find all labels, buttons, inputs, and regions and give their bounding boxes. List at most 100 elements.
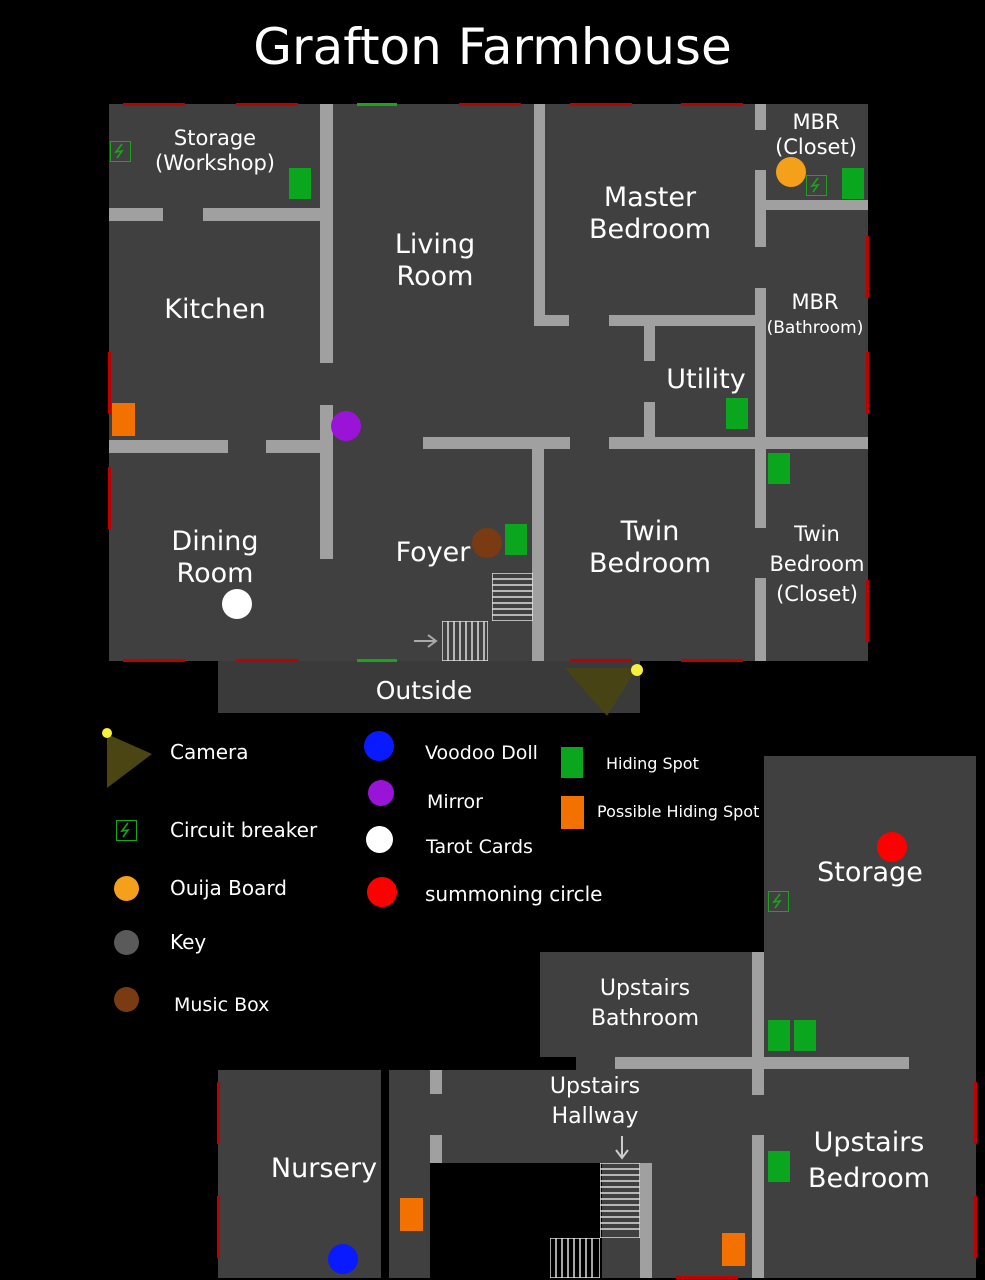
legend-music-box: Music Box (174, 994, 270, 1016)
music-box-marker[interactable] (472, 528, 502, 558)
wall (609, 437, 868, 449)
key-legend-icon (114, 930, 139, 955)
wall (609, 315, 766, 326)
wall (320, 104, 333, 363)
stairs-arrow-icon (414, 634, 438, 648)
room-twin-bedroom: Twin Bedroom (588, 516, 712, 580)
door[interactable] (570, 103, 632, 106)
room-mbr-bathroom: MBR (791, 290, 839, 314)
nursery-floor (218, 1070, 381, 1278)
legend-voodoo-doll: Voodoo Doll (425, 742, 538, 764)
circuit-breaker-legend-icon (116, 820, 137, 841)
wall (423, 437, 570, 449)
hiding-spot[interactable] (794, 1020, 816, 1051)
door[interactable] (123, 659, 185, 662)
wall (532, 449, 544, 661)
door[interactable] (866, 352, 869, 414)
door-open[interactable] (357, 103, 397, 106)
possible-hiding-spot[interactable] (722, 1233, 745, 1266)
hiding-spot[interactable] (768, 1020, 790, 1051)
hiding-spot[interactable] (505, 524, 527, 555)
wall (755, 170, 766, 247)
wall (752, 952, 764, 1095)
door[interactable] (108, 467, 111, 529)
wall (266, 440, 333, 453)
wall (752, 1135, 764, 1278)
stairs-arrow-icon (615, 1136, 629, 1160)
room-living-room: Living Room (394, 229, 476, 293)
possible-hiding-spot[interactable] (400, 1198, 423, 1231)
door[interactable] (974, 1196, 977, 1258)
hiding-spot[interactable] (768, 453, 790, 484)
stairs (550, 1238, 600, 1278)
music-box-legend-icon (114, 987, 139, 1012)
room-nursery: Nursery (270, 1153, 378, 1184)
door[interactable] (866, 580, 869, 642)
wall (430, 1070, 442, 1094)
door[interactable] (866, 236, 869, 298)
summoning-circle-marker[interactable] (877, 832, 907, 862)
wall (766, 200, 868, 210)
room-upstairs-hallway: Upstairs Hallway (549, 1074, 641, 1129)
tarot-cards-legend-icon (366, 826, 393, 853)
door[interactable] (108, 352, 111, 414)
room-utility: Utility (666, 364, 746, 395)
room-upstairs-bedroom: Upstairs Bedroom (807, 1127, 931, 1194)
hiding-spot[interactable] (768, 1151, 790, 1182)
wall (644, 402, 655, 448)
wall (430, 1135, 442, 1163)
ouija-board-legend-icon (114, 876, 139, 901)
map-title: Grafton Farmhouse (253, 18, 732, 76)
wall (203, 208, 333, 221)
wall (755, 288, 766, 528)
legend-circuit-breaker: Circuit breaker (170, 818, 318, 842)
door[interactable] (236, 103, 298, 106)
room-storage-workshop: Storage (Workshop) (155, 126, 275, 176)
circuit-breaker-icon[interactable] (806, 175, 827, 196)
hiding-spot[interactable] (842, 168, 864, 199)
circuit-breaker-icon[interactable] (110, 141, 131, 162)
room-kitchen: Kitchen (164, 294, 266, 325)
upstairs-storage-floor (764, 756, 976, 1278)
stairs (492, 573, 533, 621)
door-open[interactable] (357, 659, 397, 662)
door[interactable] (459, 103, 521, 106)
door[interactable] (676, 1276, 738, 1279)
door[interactable] (217, 1082, 220, 1144)
legend-hiding-spot: Hiding Spot (606, 754, 699, 773)
legend-possible-hiding-spot: Possible Hiding Spot (597, 802, 760, 821)
door[interactable] (236, 659, 298, 662)
hiding-spot[interactable] (726, 398, 748, 429)
wall (644, 315, 655, 361)
door[interactable] (681, 659, 743, 662)
door[interactable] (681, 103, 743, 106)
wall (640, 1163, 652, 1278)
door[interactable] (974, 1082, 977, 1144)
legend-key: Key (170, 930, 207, 954)
room-master-bedroom: Master Bedroom (588, 182, 712, 246)
legend-camera: Camera (170, 740, 249, 764)
mirror-marker[interactable] (331, 411, 361, 441)
wall (534, 104, 545, 326)
hiding-spot[interactable] (289, 168, 311, 199)
tarot-cards-marker[interactable] (222, 589, 252, 619)
voodoo-doll-legend-icon (364, 731, 394, 761)
wall (534, 315, 569, 326)
legend-mirror: Mirror (427, 791, 483, 813)
mirror-legend-icon (368, 780, 394, 806)
door[interactable] (123, 103, 185, 106)
possible-hiding-spot[interactable] (112, 403, 135, 436)
area-outside: Outside (375, 676, 473, 705)
ouija-board-marker[interactable] (776, 157, 806, 187)
hiding-spot-legend-icon (561, 747, 583, 778)
circuit-breaker-icon[interactable] (768, 891, 789, 912)
upstairs-bathroom-floor (540, 952, 764, 1057)
legend-summoning-circle: summoning circle (425, 882, 603, 906)
room-mbr-bathroom-sub: (Bathroom) (766, 318, 864, 338)
camera-icon[interactable] (565, 662, 645, 718)
possible-hiding-spot-legend-icon (561, 796, 584, 829)
voodoo-doll-marker[interactable] (328, 1244, 358, 1274)
door[interactable] (570, 659, 632, 662)
door[interactable] (217, 1196, 220, 1258)
room-twin-bedroom-closet: Twin Bedroom (Closet) (769, 522, 865, 606)
